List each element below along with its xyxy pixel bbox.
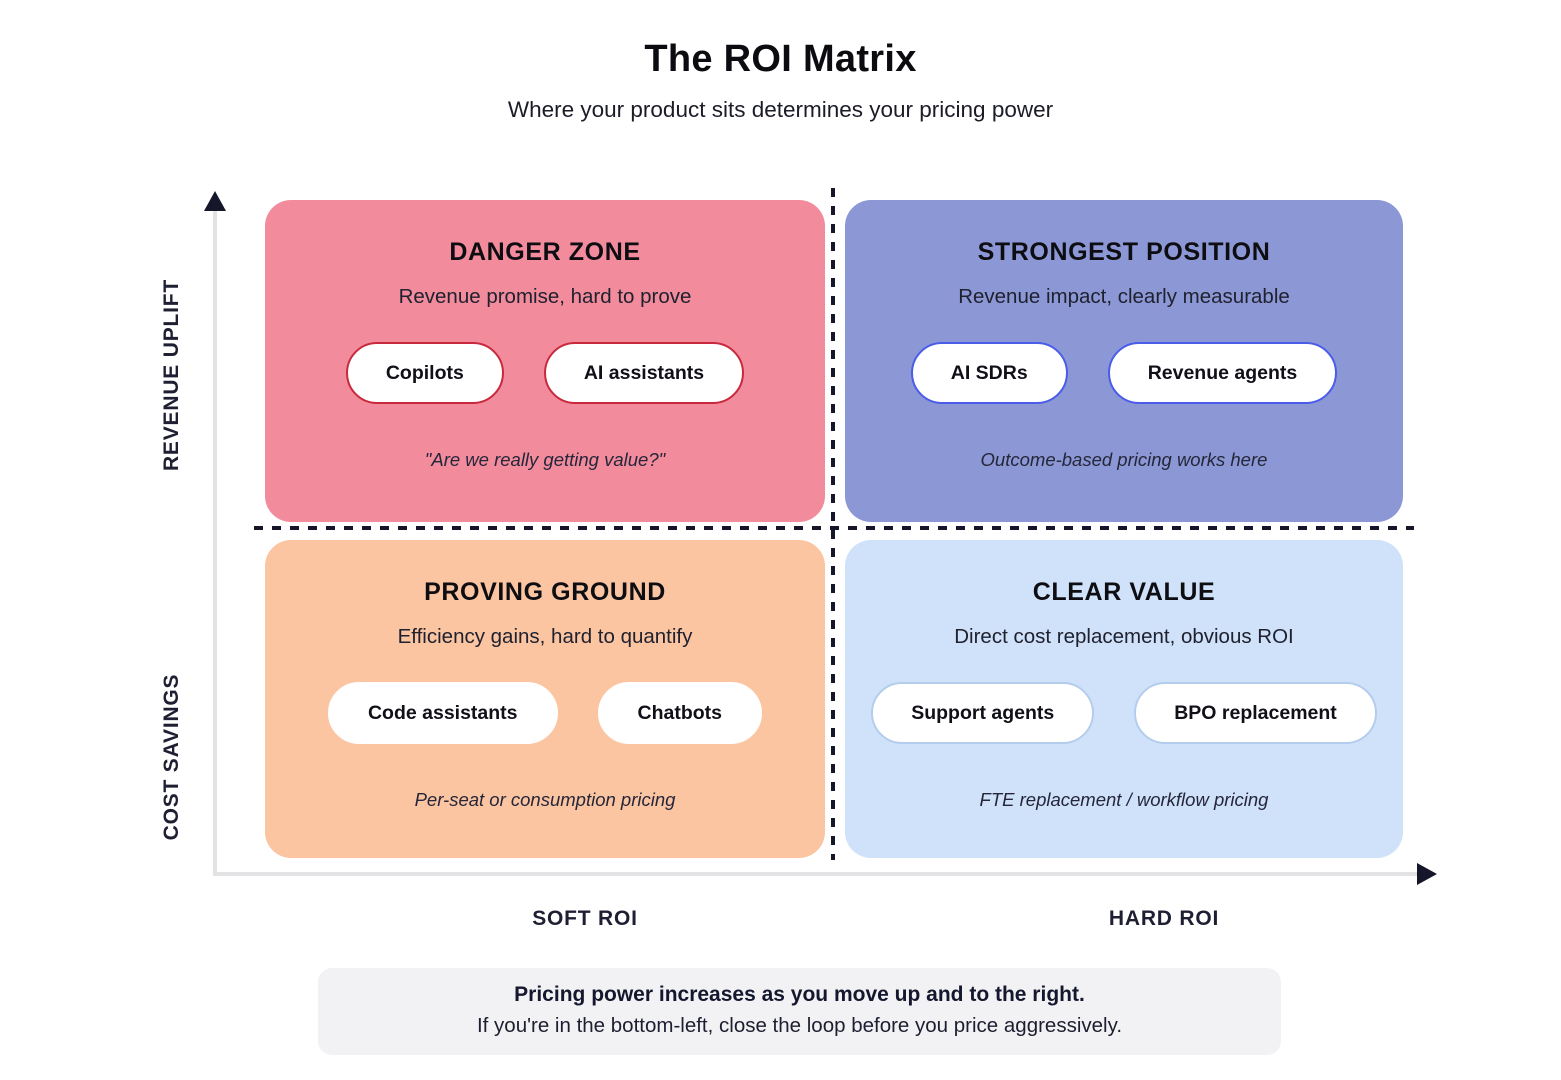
up-arrow-icon	[204, 191, 226, 211]
matrix-title: The ROI Matrix	[644, 38, 917, 80]
quadrant-subtitle: Revenue impact, clearly measurable	[958, 285, 1290, 308]
pill: Revenue agents	[1107, 342, 1338, 404]
header: The ROI Matrix Where your product sits d…	[0, 0, 1561, 123]
footer-line-1: Pricing power increases as you move up a…	[514, 983, 1085, 1006]
pill: AI assistants	[543, 342, 745, 404]
quadrant-note: FTE replacement / workflow pricing	[979, 789, 1269, 810]
right-arrow-icon	[1417, 863, 1437, 885]
quadrant-strongest-position: STRONGEST POSITION Revenue impact, clear…	[845, 200, 1403, 522]
pill-row: AI SDRs Revenue agents	[910, 342, 1338, 404]
quadrant-danger-zone: DANGER ZONE Revenue promise, hard to pro…	[265, 200, 825, 522]
pill: Copilots	[345, 342, 504, 404]
x-axis-line	[213, 872, 1421, 876]
quadrant-proving-ground: PROVING GROUND Efficiency gains, hard to…	[265, 540, 825, 858]
quadrant-subtitle: Efficiency gains, hard to quantify	[397, 625, 693, 648]
quadrant-title: STRONGEST POSITION	[977, 238, 1271, 266]
x-axis-label-hard-roi: HARD ROI	[1108, 907, 1220, 930]
pill: Code assistants	[327, 682, 558, 744]
pill-row: Copilots AI assistants	[345, 342, 745, 404]
quadrant-note: Outcome-based pricing works here	[980, 449, 1268, 470]
pill: Chatbots	[597, 682, 763, 744]
pill-row: Code assistants Chatbots	[327, 682, 763, 744]
quadrant-subtitle: Direct cost replacement, obvious ROI	[954, 625, 1294, 648]
pill: Support agents	[871, 682, 1095, 744]
quadrant-clear-value: CLEAR VALUE Direct cost replacement, obv…	[845, 540, 1403, 858]
matrix-subtitle: Where your product sits determines your …	[507, 97, 1054, 122]
y-axis-label-revenue-uplift: REVENUE UPLIFT	[160, 278, 183, 472]
pill: BPO replacement	[1134, 682, 1377, 744]
y-axis-label-cost-savings: COST SAVINGS	[160, 673, 183, 841]
x-axis-label-soft-roi: SOFT ROI	[532, 907, 638, 930]
vertical-divider-dashed	[831, 188, 835, 860]
pill: AI SDRs	[910, 342, 1068, 404]
quadrant-title: PROVING GROUND	[424, 578, 666, 606]
quadrant-title: CLEAR VALUE	[1032, 578, 1216, 606]
quadrant-note: "Are we really getting value?"	[424, 449, 666, 470]
quadrant-note: Per-seat or consumption pricing	[414, 789, 676, 810]
footer-line-2: If you're in the bottom-left, close the …	[476, 1014, 1123, 1037]
horizontal-divider-dashed	[254, 526, 1414, 530]
footer-note: Pricing power increases as you move up a…	[318, 968, 1281, 1055]
y-axis-line	[213, 204, 217, 876]
quadrant-title: DANGER ZONE	[449, 238, 641, 266]
quadrant-subtitle: Revenue promise, hard to prove	[398, 285, 692, 308]
pill-row: Support agents BPO replacement	[871, 682, 1377, 744]
